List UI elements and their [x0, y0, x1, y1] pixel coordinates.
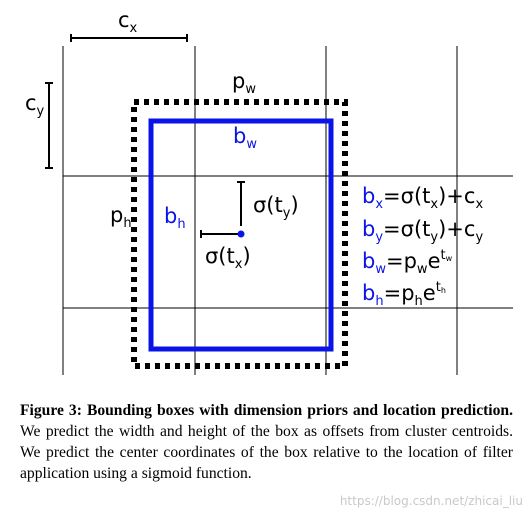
equation-bw: bw=pwetw	[362, 248, 453, 277]
cy-dimension-bar	[45, 82, 53, 169]
pw-label: pw	[232, 69, 256, 97]
sigma-ty-bar	[237, 181, 245, 226]
predicted-box	[148, 118, 334, 352]
cy-label: cy	[25, 91, 45, 119]
bh-label: bh	[164, 204, 186, 232]
ph-label: ph	[110, 203, 132, 231]
caption-bold-text: Bounding boxes with dimension priors and…	[86, 402, 514, 419]
sigma-tx-label: σ(tx)	[205, 244, 251, 272]
sigma-tx-bar	[200, 230, 240, 238]
caption-label: Figure 3:	[20, 402, 82, 419]
cx-dimension-bar	[70, 34, 188, 42]
box-center-dot	[237, 230, 245, 238]
equation-bh: bh=pheth	[362, 280, 446, 309]
cx-label: cx	[118, 8, 138, 36]
bounding-box-diagram: .lbl { font-family: "DejaVu Sans", sans-…	[25, 8, 513, 375]
bw-label: bw	[233, 124, 257, 152]
caption-body: We predict the width and height of the b…	[20, 423, 513, 482]
prior-box	[131, 99, 348, 369]
equation-by: by=σ(ty)+cy	[362, 217, 483, 245]
figure-caption: Figure 3: Bounding boxes with dimension …	[20, 400, 513, 484]
sigma-ty-label: σ(ty)	[253, 193, 299, 221]
equation-bx: bx=σ(tx)+cx	[362, 184, 483, 212]
watermark: https://blog.csdn.net/zhicai_liu	[339, 494, 523, 508]
equations: bx=σ(tx)+cx by=σ(ty)+cy bw=pwetw bh=phet…	[362, 184, 483, 309]
